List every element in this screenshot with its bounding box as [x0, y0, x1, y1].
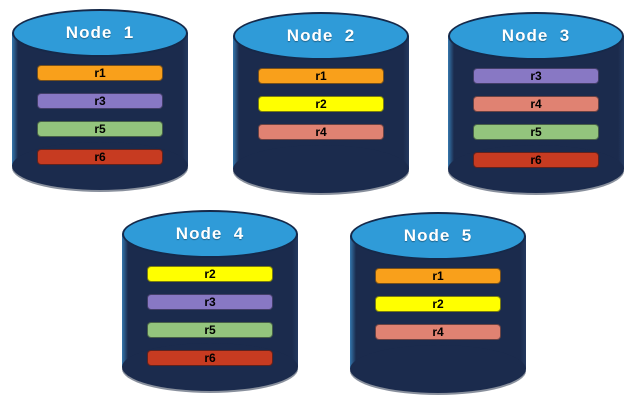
- replica-bar-r5: r5: [37, 121, 163, 137]
- replica-bar-r6: r6: [37, 149, 163, 165]
- replica-bar-r5: r5: [473, 124, 599, 140]
- cylinder-top-cap: Node 4: [122, 210, 298, 258]
- replica-list: r1 r2 r4: [258, 68, 384, 140]
- replica-list: r3 r4 r5 r6: [473, 68, 599, 168]
- replica-bar-r5: r5: [147, 322, 273, 338]
- replica-bar-r1: r1: [258, 68, 384, 84]
- replica-bar-r1: r1: [37, 65, 163, 81]
- replica-bar-r4: r4: [258, 124, 384, 140]
- cylinder-top-cap: Node 3: [448, 12, 624, 60]
- replica-bar-r6: r6: [473, 152, 599, 168]
- replica-bar-r3: r3: [147, 294, 273, 310]
- replica-list: r2 r3 r5 r6: [147, 266, 273, 366]
- node-label: Node 2: [286, 26, 356, 45]
- replica-bar-r2: r2: [375, 296, 501, 312]
- cylinder-top-cap: Node 2: [233, 12, 409, 60]
- replica-bar-r3: r3: [473, 68, 599, 84]
- node-cylinder-4: Node 4 r2 r3 r5 r6: [122, 210, 298, 391]
- node-label: Node 3: [501, 26, 571, 45]
- node-label: Node 5: [403, 226, 473, 245]
- cylinder-top-cap: Node 1: [12, 9, 188, 57]
- node-label: Node 4: [175, 224, 245, 243]
- replica-list: r1 r3 r5 r6: [37, 65, 163, 165]
- replica-bar-r2: r2: [258, 96, 384, 112]
- cylinder-bottom-cap: [350, 345, 526, 393]
- cylinder-top-cap: Node 5: [350, 212, 526, 260]
- replica-bar-r4: r4: [473, 96, 599, 112]
- node-cylinder-1: Node 1 r1 r3 r5 r6: [12, 9, 188, 190]
- cylinder-bottom-cap: [233, 145, 409, 193]
- replica-list: r1 r2 r4: [375, 268, 501, 340]
- node-cylinder-3: Node 3 r3 r4 r5 r6: [448, 12, 624, 193]
- replica-bar-r2: r2: [147, 266, 273, 282]
- node-cylinder-2: Node 2 r1 r2 r4: [233, 12, 409, 193]
- replica-bar-r1: r1: [375, 268, 501, 284]
- replica-bar-r4: r4: [375, 324, 501, 340]
- node-label: Node 1: [65, 23, 135, 42]
- node-cylinder-5: Node 5 r1 r2 r4: [350, 212, 526, 393]
- replica-bar-r3: r3: [37, 93, 163, 109]
- replica-bar-r6: r6: [147, 350, 273, 366]
